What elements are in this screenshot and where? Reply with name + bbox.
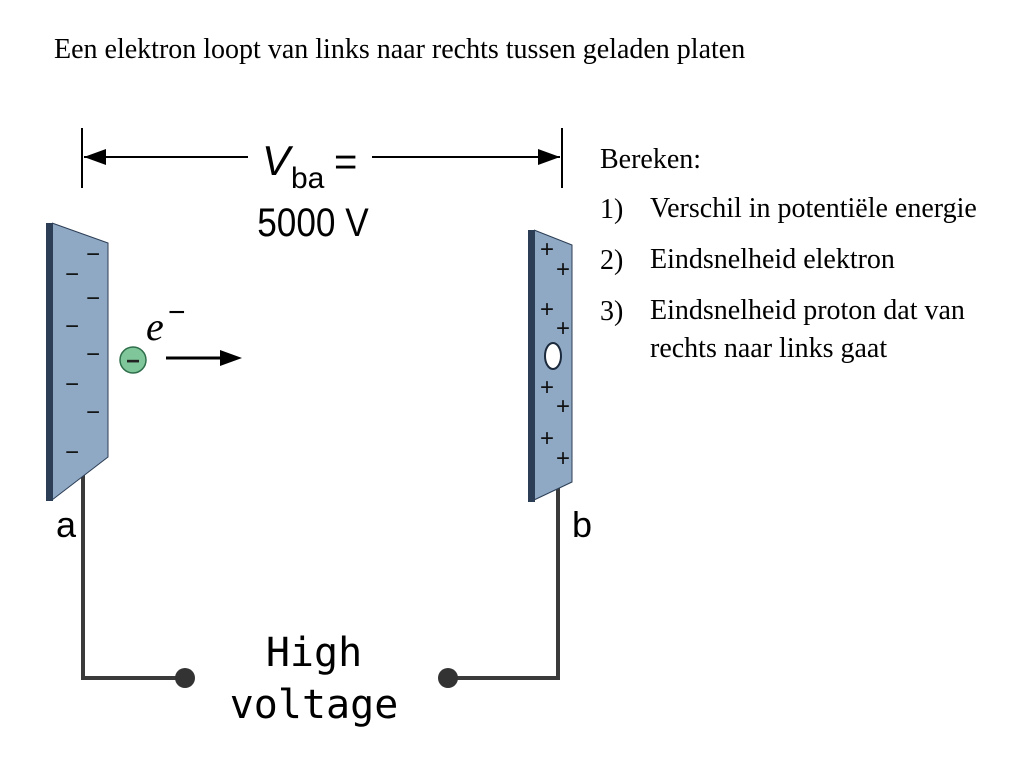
plate-b-charges: ++++++++ [540,236,570,472]
task-item: 3) Eindsnelheid proton dat van rechts na… [600,292,1020,368]
electron-direction-arrow [166,350,242,366]
positive-charge-sign: + [540,374,554,401]
wire-left [81,470,180,680]
positive-charge-sign: + [540,425,554,452]
positive-charge-sign: + [540,296,554,323]
task-lead: Bereken: [600,144,702,175]
capacitor-diagram: V ba = 5000 V −−−−−−−− ++++++++ a b e − … [46,128,592,728]
task-text: Eindsnelheid elektron [650,244,895,275]
task-number: 1) [600,194,624,225]
wire-right [452,470,560,680]
positive-charge-sign: + [556,393,570,420]
plate-b-label: b [572,504,592,545]
terminal-left [175,668,195,688]
negative-charge-sign: − [65,313,79,340]
terminal-right [438,668,458,688]
electron-superscript: − [168,296,186,329]
negative-charge-sign: − [65,261,79,288]
positive-charge-sign: + [556,256,570,283]
task-list: Bereken: 1) Verschil in potentiële energ… [600,140,1020,381]
task-number: 2) [600,245,624,276]
task-item: 1) Verschil in potentiële energie [600,190,1020,228]
positive-charge-sign: + [540,236,554,263]
electron-particle [119,346,147,374]
voltage-value: 5000 V [257,200,369,245]
positive-charge-sign: + [556,445,570,472]
plate-b-hole [544,342,562,370]
plate-a-charges: −−−−−−−− [65,241,100,466]
electron-symbol: e [146,304,164,349]
negative-charge-sign: − [86,241,100,268]
negative-charge-sign: − [65,439,79,466]
task-text: Eindsnelheid proton dat van rechts naar … [650,295,965,364]
electron-charge-badge: − [126,348,140,375]
source-label-line1: High [266,630,362,676]
voltage-subscript: ba [291,162,325,195]
voltage-equals: = [334,140,357,184]
source-label-line2: voltage [230,682,399,728]
negative-charge-sign: − [86,399,100,426]
slide-title: Een elektron loopt van links naar rechts… [54,34,746,65]
voltage-symbol: V [262,137,294,184]
negative-charge-sign: − [86,285,100,312]
task-text: Verschil in potentiële energie [650,193,977,224]
voltage-dimension-line [81,128,563,188]
negative-charge-sign: − [65,371,79,398]
positive-charge-sign: + [556,315,570,342]
plate-b [528,229,573,502]
plate-a-label: a [56,504,77,545]
plate-a [46,222,109,501]
task-item: 2) Eindsnelheid elektron [600,241,1020,279]
task-number: 3) [600,296,624,327]
negative-charge-sign: − [86,341,100,368]
